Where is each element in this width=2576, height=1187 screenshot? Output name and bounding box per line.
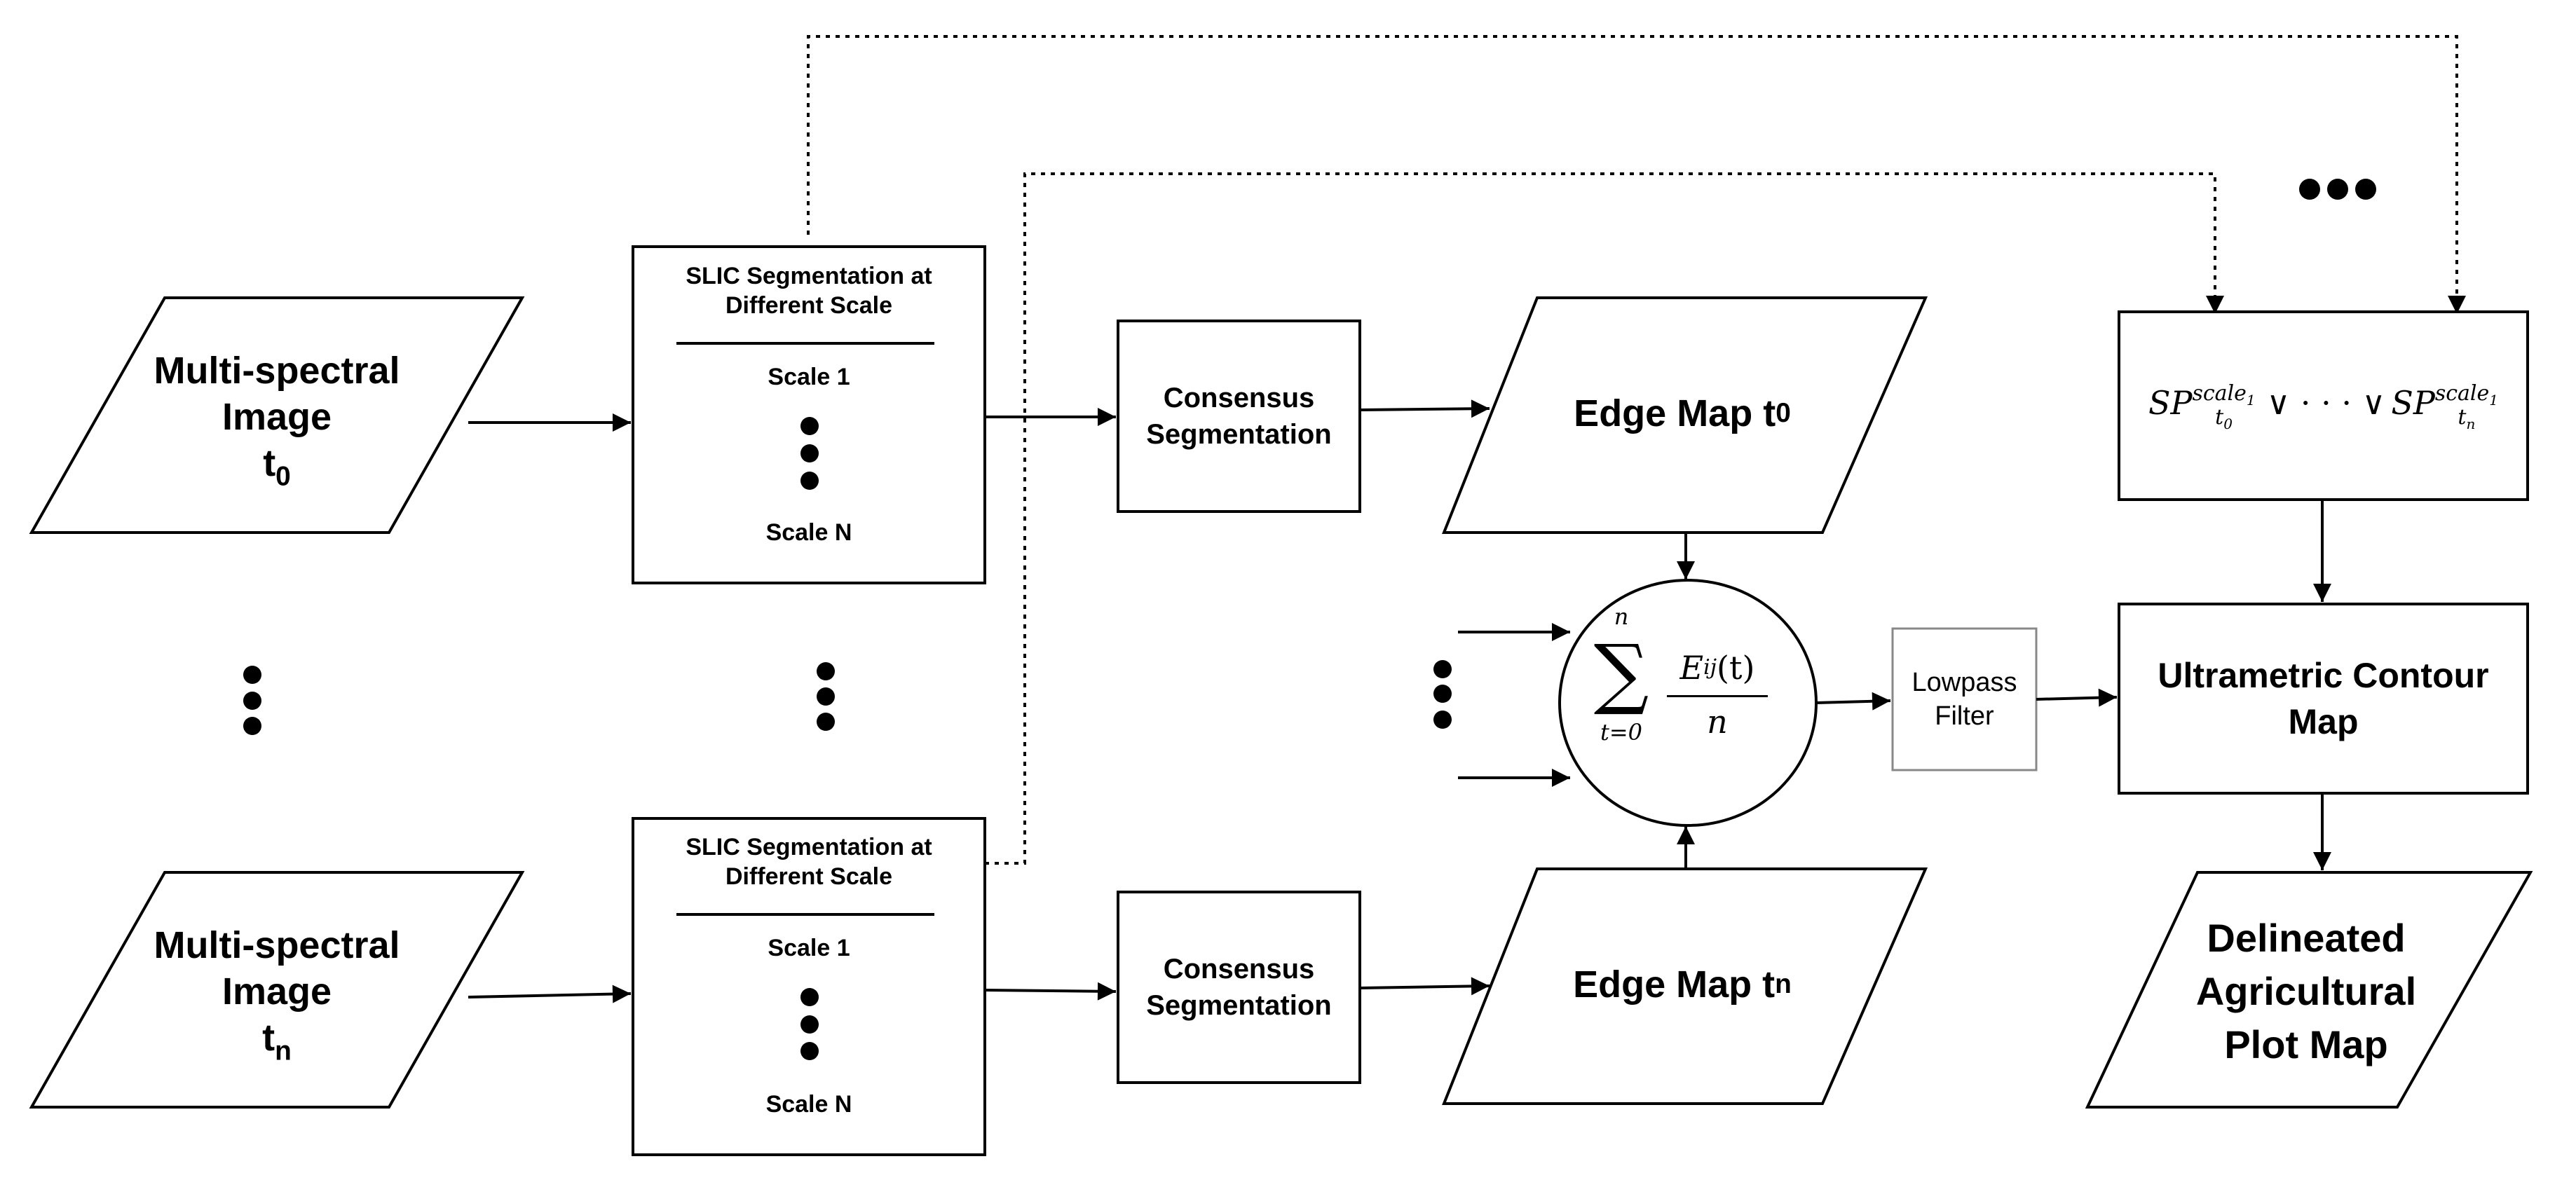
consensus-label-t0: Consensus Segmentation <box>1118 321 1360 512</box>
input-t0-sub: 0 <box>275 461 291 492</box>
ucm-box <box>2118 603 2529 795</box>
input-shape-t0 <box>29 296 525 534</box>
slic-title-t0-line1: SLIC Segmentation at <box>686 263 932 289</box>
slic-title-tn-line1: SLIC Segmentation at <box>686 834 932 860</box>
slic-title-t0: SLIC Segmentation at Different Scale <box>633 249 985 333</box>
output-line2: Agricultural <box>2195 969 2417 1013</box>
input-tn-line2: Image <box>222 970 332 1013</box>
union-operator: ∨ · · · ∨ <box>2266 384 2386 422</box>
summation-upper-limit: n <box>1614 603 1629 630</box>
input-label-t0: Multi-spectral Image t0 <box>112 329 442 505</box>
slic-scale-first-tn: Scale 1 <box>768 935 850 961</box>
sp-right-sub: t <box>2458 405 2467 430</box>
edge-map-tn-text: Edge Map t <box>1573 963 1776 1006</box>
fraction-bar <box>1667 695 1768 697</box>
ucm-line1: Ultrametric Contour <box>2158 656 2489 695</box>
slic-title-tn-line2: Different Scale <box>725 863 893 890</box>
slic-scale-last-t0: Scale N <box>765 519 852 546</box>
input-t0-var: t <box>263 442 276 484</box>
input-t0-line2: Image <box>222 396 332 438</box>
consensus-tn-line1: Consensus <box>1163 954 1315 984</box>
numerator-symbol: E <box>1679 649 1704 687</box>
output-shape <box>2085 871 2533 1109</box>
sp-left-sub: t <box>2215 405 2224 430</box>
input-shape-tn <box>29 871 525 1109</box>
slic-title-tn: SLIC Segmentation at Different Scale <box>633 820 985 904</box>
ellipsis-dots <box>243 179 2376 1060</box>
edge-map-t0-text: Edge Map t <box>1574 392 1776 434</box>
edge-map-shape-t0 <box>1442 296 1928 534</box>
consensus-box-t0 <box>1117 320 1361 513</box>
consensus-label-tn: Consensus Segmentation <box>1118 892 1360 1083</box>
summation-lower-limit: t=0 <box>1600 719 1643 746</box>
dotted-feedback-line-outer <box>807 35 2466 314</box>
slic-scale-first-t0: Scale 1 <box>768 364 850 390</box>
summation-sigma: ∑ <box>1593 628 1649 718</box>
ucm-label: Ultrametric Contour Map <box>2119 604 2528 793</box>
slic-box-tn <box>632 817 986 1156</box>
slic-title-t0-line2: Different Scale <box>725 292 893 319</box>
sp-left-sup: scale <box>2192 381 2247 406</box>
superpixel-union-formula: SP scale1 t0 ∨ · · · ∨SP scale1 tn <box>2119 312 2528 500</box>
consensus-tn-line2: Segmentation <box>1146 990 1332 1021</box>
input-tn-line1: Multi-spectral <box>154 924 400 966</box>
input-label-tn: Multi-spectral Image tn <box>112 904 442 1079</box>
lowpass-line2: Filter <box>1935 701 1994 731</box>
flow-arrows <box>468 399 2331 1003</box>
ucm-line2: Map <box>2288 702 2359 741</box>
sp-left-sub-sub: 0 <box>2223 416 2233 432</box>
output-line3: Plot Map <box>2224 1022 2388 1066</box>
superpixel-union-box <box>2118 310 2529 501</box>
fraction-denominator: n <box>1707 703 1728 741</box>
sp-left-sup-sub: 1 <box>2246 392 2256 409</box>
numerator-argument: (t) <box>1717 649 1755 687</box>
dotted-feedback-line-inner <box>985 172 2224 865</box>
input-tn-sub: n <box>275 1036 292 1066</box>
lowpass-label: Lowpass Filter <box>1893 629 2036 770</box>
sp-right-symbol: SP <box>2391 384 2435 422</box>
output-line1: Delineated <box>2207 916 2406 960</box>
summation-operator: n ∑ t=0 <box>1590 603 1653 799</box>
lowpass-line1: Lowpass <box>1911 668 2017 697</box>
input-t0-line1: Multi-spectral <box>154 350 400 392</box>
slic-scale-last-tn: Scale N <box>765 1091 852 1118</box>
edge-map-shape-tn <box>1442 867 1928 1105</box>
sp-right-sup: scale <box>2434 381 2490 406</box>
input-tn-var: t <box>262 1017 275 1059</box>
consensus-t0-line2: Segmentation <box>1146 419 1332 450</box>
sp-left-symbol: SP <box>2148 384 2193 422</box>
consensus-t0-line1: Consensus <box>1163 383 1315 413</box>
output-label: Delineated Agricultural Plot Map <box>2145 890 2467 1093</box>
slic-box-t0 <box>632 245 986 584</box>
sp-right-sub-sub: n <box>2466 416 2476 432</box>
sp-right-sup-sub: 1 <box>2489 392 2498 409</box>
consensus-box-tn <box>1117 891 1361 1084</box>
